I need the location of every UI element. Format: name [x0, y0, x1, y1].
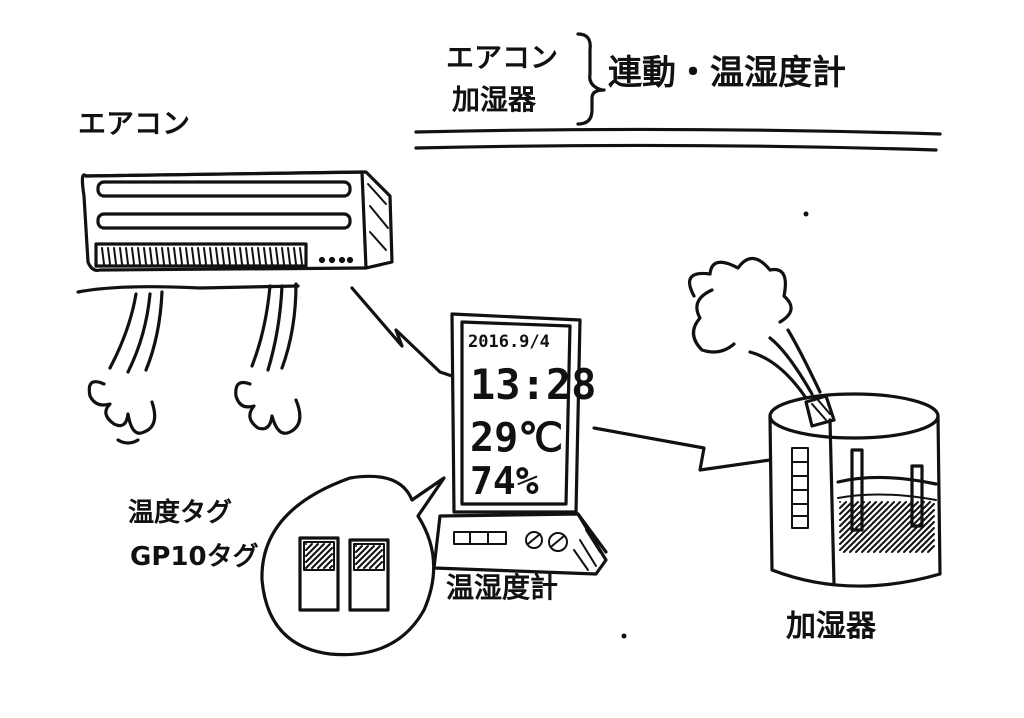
hygrometer-label: 温湿度計 — [446, 571, 559, 604]
hatch-line — [861, 501, 913, 553]
hatch-line — [839, 501, 847, 509]
grille-vent — [299, 247, 303, 265]
grille-vent — [203, 247, 207, 265]
grille-vent — [185, 247, 189, 265]
grille-vent — [215, 247, 219, 265]
grille-vent — [167, 247, 171, 265]
hatch-line — [355, 545, 369, 559]
grille-vent — [161, 247, 165, 265]
hatch-line — [329, 565, 333, 569]
hatch-line — [317, 553, 333, 569]
tag-bubble — [260, 474, 446, 657]
grille-vent — [131, 247, 135, 265]
hatch-line — [355, 545, 375, 565]
aircon-label: エアコン — [78, 107, 191, 140]
screen-time: 13:28 — [470, 360, 597, 409]
signal-aircon-hygrometer — [350, 286, 454, 378]
hatch-line — [311, 547, 333, 569]
hatch-line — [839, 501, 871, 533]
grille-vent — [263, 247, 267, 265]
aircon-unit — [76, 170, 394, 294]
grille-vent — [275, 247, 279, 265]
hatch-line — [323, 559, 333, 569]
hatch-line — [867, 501, 919, 553]
hatch-line — [305, 543, 319, 557]
grille-vent — [113, 247, 117, 265]
title-underline — [414, 127, 942, 152]
hygrometer-device — [432, 312, 608, 576]
grille-vent — [227, 247, 231, 265]
tag-label-gp10: GP10タグ — [130, 542, 259, 572]
grille-vent — [257, 247, 261, 265]
title-linked-hygrometer: 連動・温湿度計 — [608, 53, 846, 93]
screen-date: 2016.9/4 — [468, 332, 550, 352]
grille-vent — [119, 247, 123, 265]
hatch-line — [897, 515, 935, 553]
hatch-line — [855, 501, 907, 553]
grille-vent — [155, 247, 159, 265]
hatch-line — [843, 501, 895, 553]
aircon-airflow — [87, 282, 302, 445]
hatch-line — [873, 501, 925, 553]
hatch-line — [305, 543, 313, 551]
grille-vent — [221, 247, 225, 265]
humidifier-unit — [768, 392, 942, 588]
hatch-line — [891, 509, 935, 553]
grille-vent — [245, 247, 249, 265]
hatch-line — [375, 561, 383, 569]
hatch-line — [305, 543, 331, 569]
title-line-humidifier: 加湿器 — [452, 83, 537, 116]
hatch-line — [839, 501, 889, 551]
grille-vent — [269, 247, 273, 265]
signal-hygrometer-humidifier — [592, 426, 772, 472]
grille-vent — [239, 247, 243, 265]
screen-humidity: 74% — [470, 459, 539, 503]
ink-dot — [621, 633, 627, 639]
title-line-aircon: エアコン — [446, 41, 559, 74]
hatch-line — [357, 545, 381, 569]
hatch-line — [909, 527, 935, 553]
hatch-line — [305, 543, 325, 563]
hatch-line — [355, 545, 363, 553]
grille-vent — [197, 247, 201, 265]
hatch-line — [839, 501, 859, 521]
grille-vent — [179, 247, 183, 265]
hatch-line — [839, 501, 877, 539]
grille-vent — [191, 247, 195, 265]
grille-vent — [143, 247, 147, 265]
hatch-line — [849, 501, 901, 553]
hatch-line — [903, 521, 935, 553]
humidifier-label: 加湿器 — [786, 609, 876, 644]
grille-vent — [287, 247, 291, 265]
grille-vent — [149, 247, 153, 265]
grille-vent — [209, 247, 213, 265]
grille-vent — [101, 247, 105, 265]
hatch-line — [885, 503, 935, 553]
grille-vent — [137, 247, 141, 265]
hatch-line — [921, 539, 935, 553]
tag-label-temperature: 温度タグ — [128, 498, 233, 528]
hatch-line — [915, 533, 935, 553]
ink-dot — [803, 211, 809, 217]
grille-vent — [173, 247, 177, 265]
grille-vent — [251, 247, 255, 265]
screen-temperature: 29℃ — [470, 415, 564, 461]
grille-vent — [107, 247, 111, 265]
grille-vent — [125, 247, 129, 265]
grille-vent — [233, 247, 237, 265]
hatch-line — [363, 549, 383, 569]
title-brace — [576, 32, 606, 126]
humidifier-steam — [688, 256, 822, 400]
hatch-line — [927, 545, 935, 553]
grille-vent — [281, 247, 285, 265]
hatch-line — [369, 555, 383, 569]
hatch-line — [839, 501, 853, 515]
grille-vent — [293, 247, 297, 265]
